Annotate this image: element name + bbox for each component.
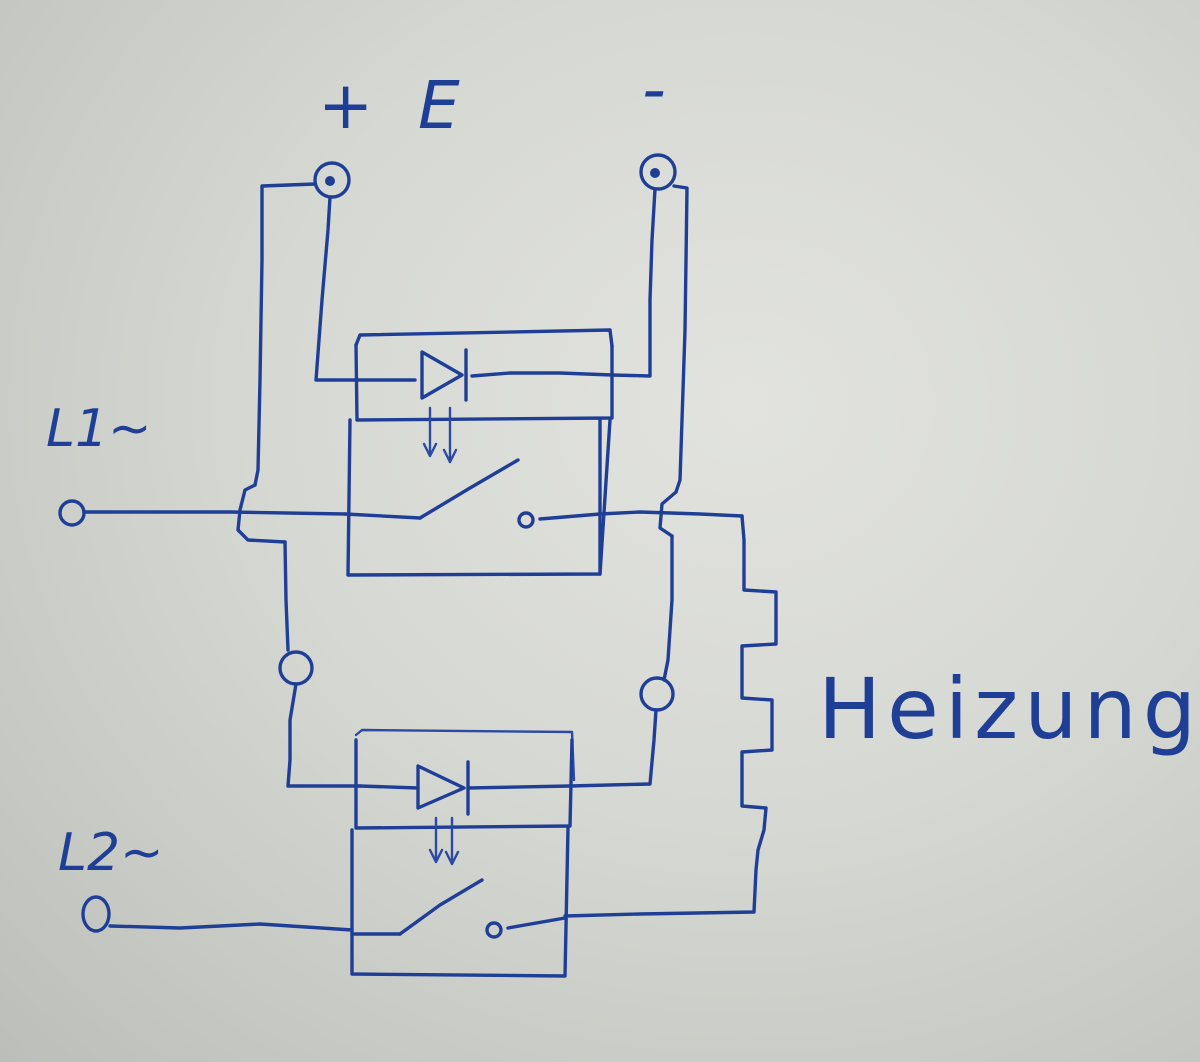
minus-label: - <box>642 51 666 128</box>
upper-crossovers <box>236 483 678 544</box>
lower-minus-terminal <box>639 676 675 712</box>
upper-relay-control-wiring <box>253 182 689 494</box>
l1-label: L1~ <box>46 399 152 459</box>
lower-switch <box>350 878 567 939</box>
lower-plus-terminal <box>278 650 314 686</box>
lower-relay <box>350 728 576 978</box>
l2-label: L2~ <box>58 823 164 883</box>
heater-icon <box>563 514 778 918</box>
plus-terminal <box>313 161 351 199</box>
l1-line <box>58 499 744 527</box>
upper-led-icon <box>420 348 468 464</box>
e-label: E <box>418 67 460 144</box>
upper-switch <box>343 458 602 529</box>
lower-bus-wiring <box>278 534 675 788</box>
minus-terminal <box>639 153 677 191</box>
lower-led-icon <box>358 760 572 866</box>
upper-relay <box>346 328 614 577</box>
heater-label: Heizung <box>818 660 1200 758</box>
l2-line <box>81 895 354 933</box>
plus-label: + <box>318 67 373 144</box>
